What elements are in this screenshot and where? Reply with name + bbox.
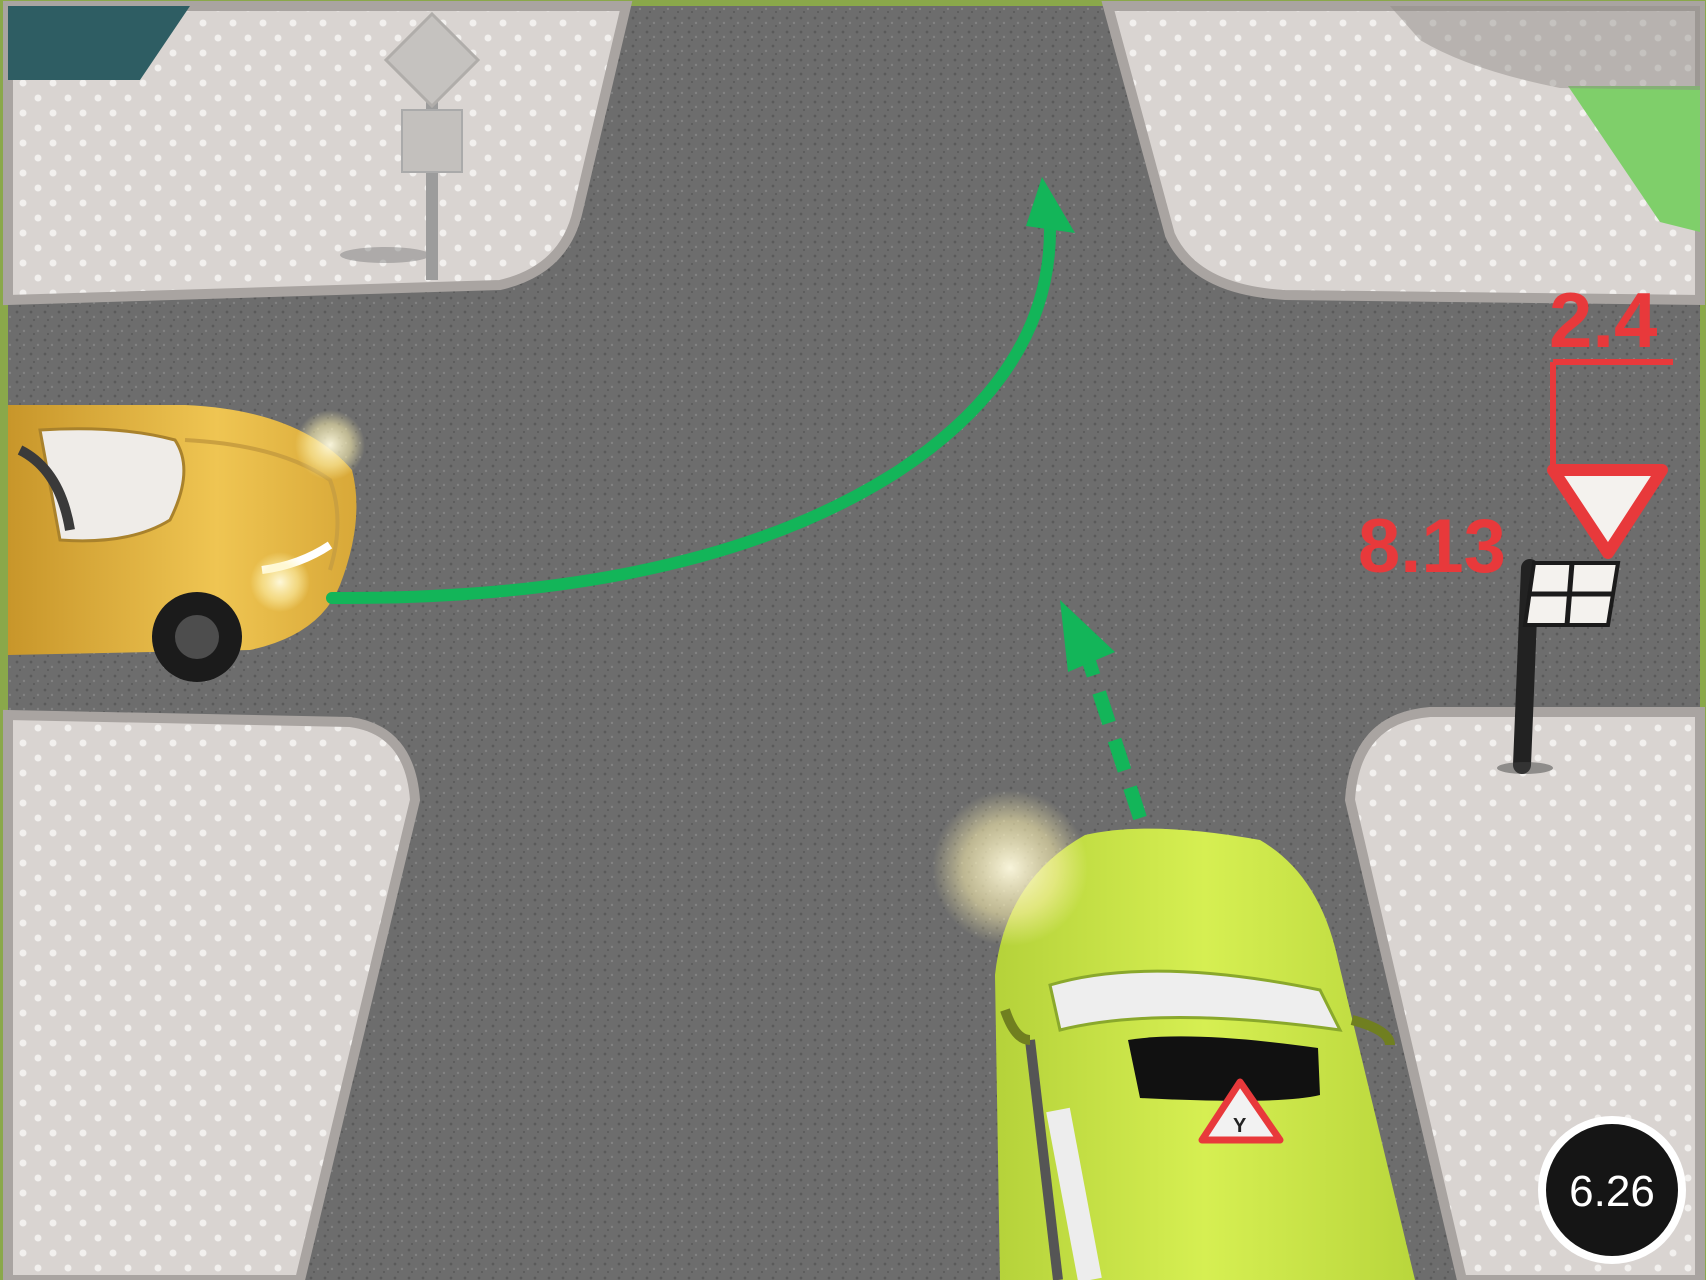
number-badge: 6.26 — [1542, 1120, 1682, 1260]
badge-number: 6.26 — [1569, 1167, 1655, 1216]
sign-plate — [402, 110, 462, 172]
sign-label-upper: 2.4 — [1549, 276, 1657, 364]
learner-letter: Y — [1233, 1115, 1247, 1137]
sign-label-lower: 8.13 — [1358, 504, 1506, 589]
